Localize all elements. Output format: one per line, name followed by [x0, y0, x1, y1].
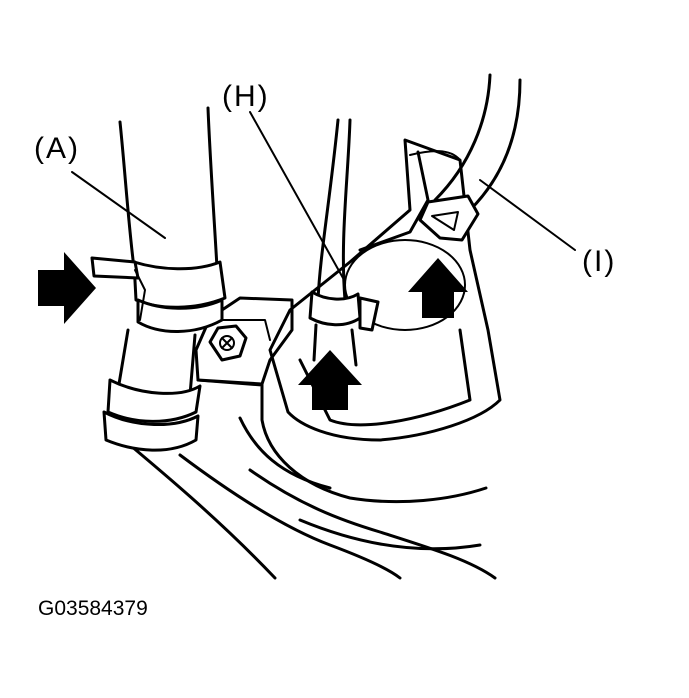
clamp-a: [90, 256, 146, 321]
hose-h: [308, 118, 380, 367]
hose-i: [418, 73, 522, 242]
label-i: (I): [582, 245, 617, 278]
reservoir-tray: [268, 138, 502, 442]
arrow-right-icon: [38, 252, 96, 324]
arrow-up-icon: [408, 258, 468, 318]
bolt-icon: [208, 324, 248, 362]
hose-a: [102, 106, 227, 452]
figure-code: G03584379: [38, 597, 148, 620]
label-h: (H): [222, 80, 270, 113]
label-a: (A): [34, 132, 80, 165]
leader-lines: [71, 111, 576, 279]
arrow-up-icon: [298, 350, 362, 410]
lower-frame: [110, 378, 497, 580]
